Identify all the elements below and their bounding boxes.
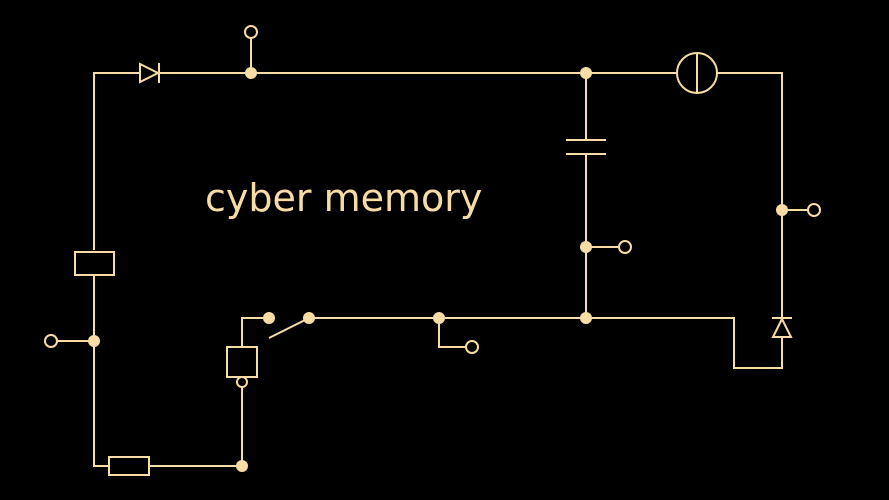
diode-right [771,316,793,338]
wire-bottom-right [309,317,783,369]
resistor-left [74,251,115,276]
terminal-capacitor [618,240,632,254]
terminal-mid [465,340,479,354]
capacitor [566,139,606,155]
wire-bottom [93,276,242,467]
resistor-bottom [108,456,150,476]
terminal-top [244,25,258,39]
relay-contact [236,376,248,388]
terminal-left [44,334,58,348]
terminal-right [807,203,821,217]
lamp [676,52,718,94]
relay-box [226,346,258,378]
diagram-title: cyber memory [205,176,483,220]
switch [263,312,315,339]
diode-top [139,62,161,84]
junction-mid-right [580,312,592,324]
junction-top-left [245,67,257,79]
